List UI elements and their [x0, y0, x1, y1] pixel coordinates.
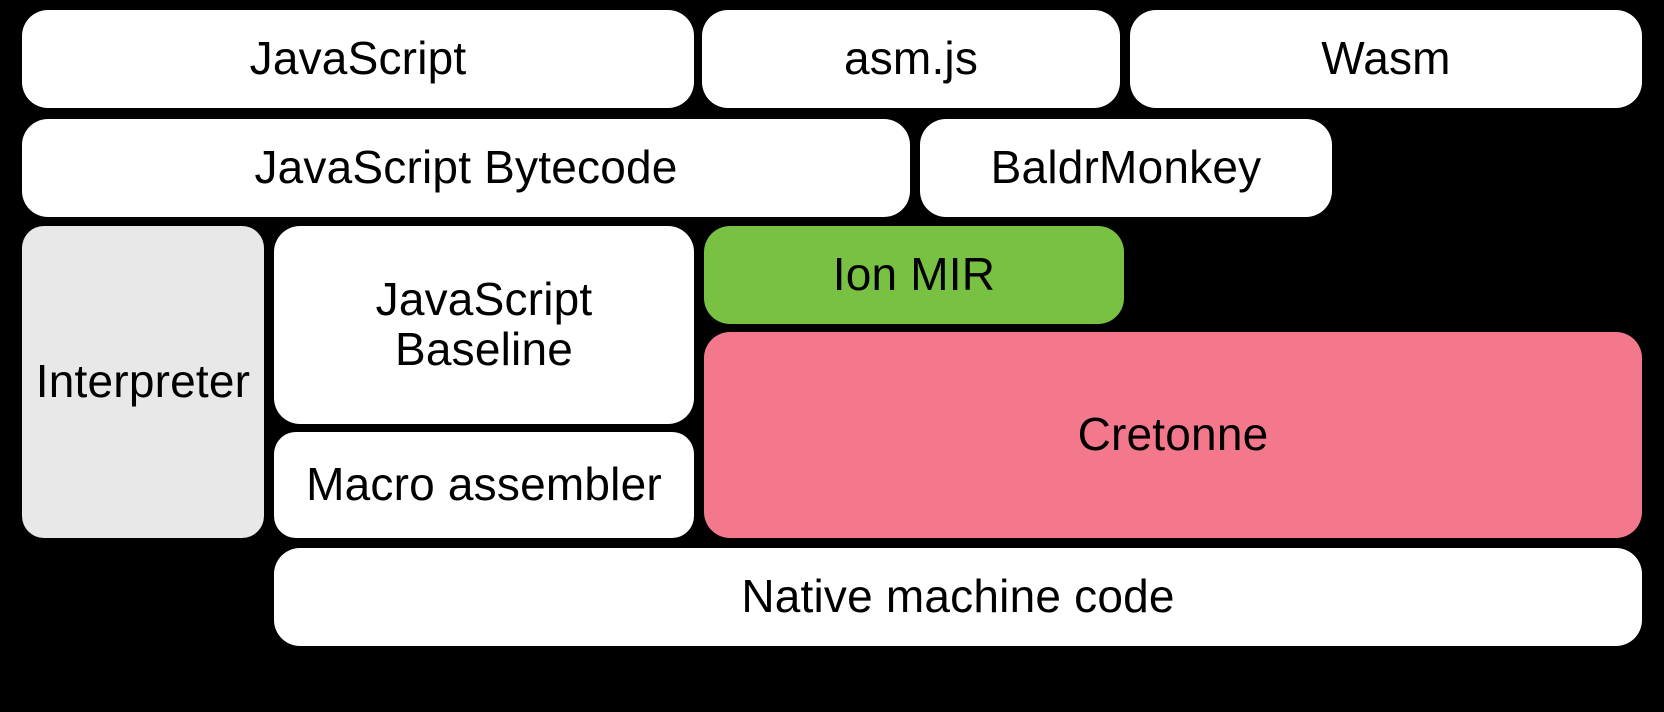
node-baldrmonkey[interactable]: BaldrMonkey: [920, 119, 1332, 217]
node-macro-assembler[interactable]: Macro assembler: [274, 432, 694, 538]
node-javascript-bytecode[interactable]: JavaScript Bytecode: [22, 119, 910, 217]
node-wasm[interactable]: Wasm: [1130, 10, 1642, 108]
node-javascript-baseline[interactable]: JavaScript Baseline: [274, 226, 694, 424]
node-native-machine-code[interactable]: Native machine code: [274, 548, 1642, 646]
node-javascript[interactable]: JavaScript: [22, 10, 694, 108]
node-ion-mir[interactable]: Ion MIR: [704, 226, 1124, 324]
node-cretonne[interactable]: Cretonne: [704, 332, 1642, 538]
node-asmjs[interactable]: asm.js: [702, 10, 1120, 108]
node-interpreter[interactable]: Interpreter: [22, 226, 264, 538]
